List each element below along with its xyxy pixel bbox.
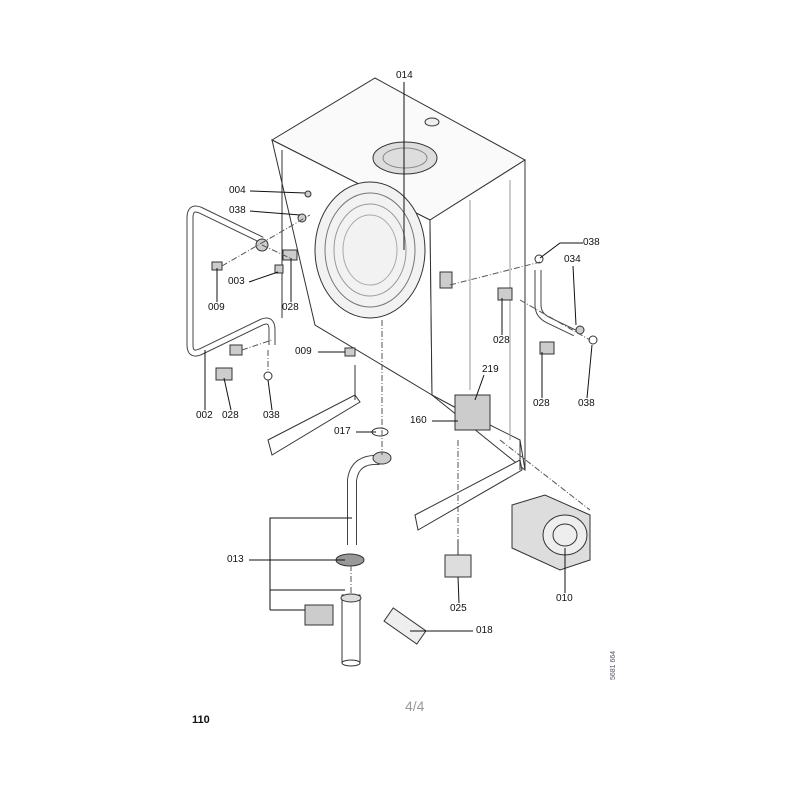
part-label-014: 014 (396, 70, 413, 81)
part-label-028: 028 (282, 302, 299, 313)
page-number: 110 (192, 714, 210, 726)
part-label-009: 009 (295, 346, 312, 357)
mounting-rails (267, 365, 523, 531)
part-label-038: 038 (263, 410, 280, 421)
part-label-017: 017 (334, 426, 351, 437)
part-label-028: 028 (222, 410, 239, 421)
small-parts (211, 190, 598, 626)
part-label-013: 013 (227, 554, 244, 565)
part-label-004: 004 (229, 185, 246, 196)
part-label-028: 028 (533, 398, 550, 409)
siphon-assembly (335, 427, 427, 667)
part-label-003: 003 (228, 276, 245, 287)
pump-010 (511, 494, 591, 571)
part-label-034: 034 (564, 254, 581, 265)
boiler-casing (270, 77, 526, 472)
part-label-010: 010 (556, 593, 573, 604)
part-label-025: 025 (450, 603, 467, 614)
part-label-038: 038 (578, 398, 595, 409)
part-label-028: 028 (493, 335, 510, 346)
part-label-002: 002 (196, 410, 213, 421)
assembly-axes (221, 214, 591, 595)
part-label-219: 219 (482, 364, 499, 375)
part-label-038: 038 (229, 205, 246, 216)
drawing-code: 5681 664 (610, 650, 617, 680)
part-label-009: 009 (208, 302, 225, 313)
part-025 (444, 540, 472, 578)
part-label-160: 160 (410, 415, 427, 426)
part-label-038: 038 (583, 237, 600, 248)
page-indicator: 4/4 (405, 698, 425, 714)
leader-lines (204, 82, 593, 632)
part-label-018: 018 (476, 625, 493, 636)
